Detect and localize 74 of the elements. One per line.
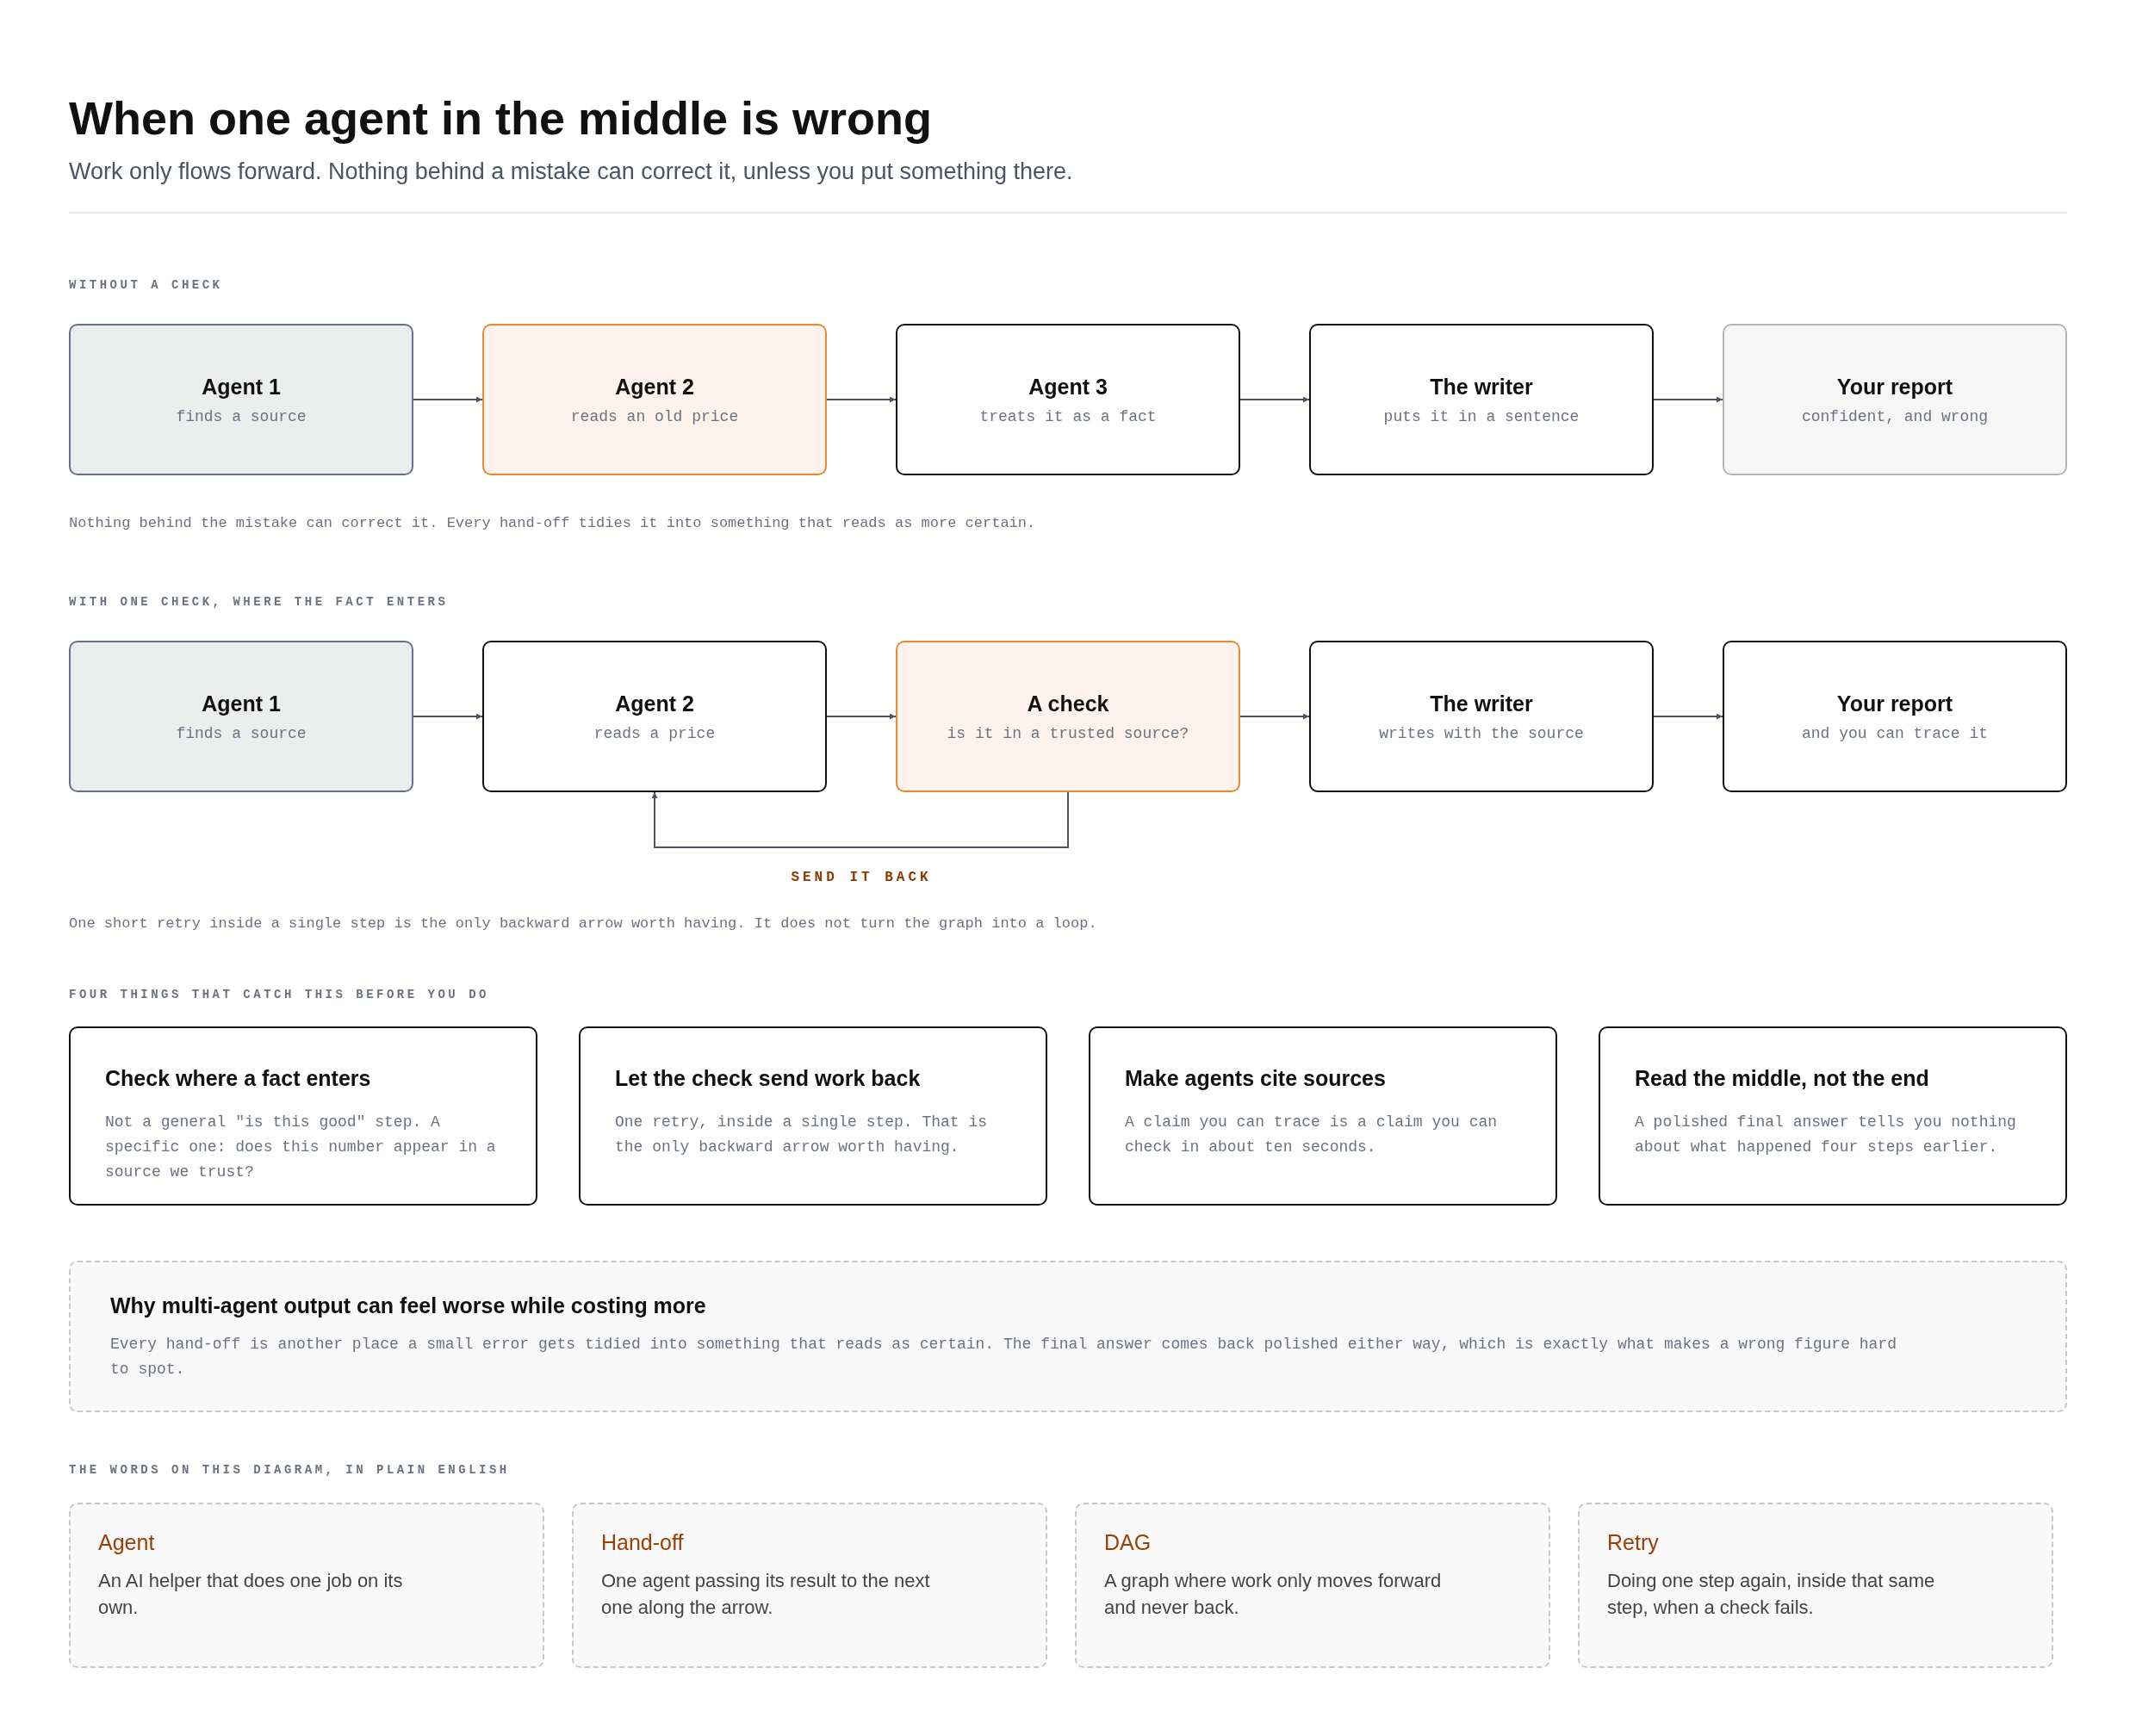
glossary-card <box>1075 1503 1550 1668</box>
process-box <box>896 641 1240 792</box>
arrow <box>826 713 897 720</box>
process-box <box>69 324 413 475</box>
arrow <box>826 396 897 403</box>
process-box <box>1309 324 1654 475</box>
note-text: Nothing behind the mistake can correct it. Every hand-off tidies it into something that reads as more certain. <box>69 515 1036 531</box>
subtitle: Work only flows forward. Nothing behind a mistake can correct it, unless you put something there. <box>69 158 1073 185</box>
box-heading: Agent 2 <box>615 691 694 716</box>
process-box <box>1723 324 2067 475</box>
glossary-card <box>1578 1503 2053 1668</box>
box-heading: Agent 1 <box>202 374 281 400</box>
section-heading: WITHOUT A CHECK <box>69 278 223 292</box>
box-description: A claim you can trace is a claim you can check in about ten seconds. <box>1125 1113 1499 1157</box>
box-heading: Read the middle, not the end <box>1635 1066 1930 1091</box>
box-description: writes with the source <box>1379 724 1584 742</box>
box-heading: Hand-off <box>601 1530 685 1555</box>
process-box <box>896 324 1240 475</box>
box-description: reads a price <box>593 724 716 742</box>
section-heading: THE WORDS ON THIS DIAGRAM, IN PLAIN ENGLISH <box>69 1463 510 1477</box>
box-heading: Your report <box>1836 374 1953 400</box>
box-heading: Let the check send work back <box>615 1066 922 1091</box>
box-description: finds a source <box>176 407 307 425</box>
box-heading: Agent 2 <box>615 374 694 400</box>
box-description: Doing one step again, inside that same step, when a check fails. <box>1607 1569 1936 1620</box>
section-heading: FOUR THINGS THAT CATCH THIS BEFORE YOU DO <box>69 988 489 1001</box>
process-box <box>1309 641 1654 792</box>
box-heading: Retry <box>1607 1530 1660 1555</box>
arrow <box>651 791 1069 848</box>
box-description: Not a general "is this good" step. A specific one: does this number appear in a source we trust? <box>105 1113 497 1182</box>
arrow <box>1239 396 1310 403</box>
callout-box <box>69 1261 2067 1412</box>
box-description: and you can trace it <box>1801 724 1988 742</box>
box-heading: Agent 1 <box>202 691 281 716</box>
note-text: One short retry inside a single step is the only backward arrow worth having. It does not turn the graph into a loop. <box>69 915 1097 932</box>
process-box <box>482 641 827 792</box>
arrow <box>1653 396 1723 403</box>
arrow <box>1239 713 1310 720</box>
box-heading: Make agents cite sources <box>1125 1066 1387 1091</box>
box-description: An AI helper that does one job on its own. <box>98 1569 404 1620</box>
tip-card <box>1089 1026 1557 1206</box>
box-heading: Agent 3 <box>1028 374 1108 400</box>
box-heading: A check <box>1027 691 1109 716</box>
box-description: reads an old price <box>570 407 739 425</box>
box-description: One retry, inside a single step. That is the only backward arrow worth having. <box>615 1113 989 1157</box>
tip-card <box>1599 1026 2067 1206</box>
box-description: is it in a trusted source? <box>947 724 1189 742</box>
box-heading: Why multi-agent output can feel worse while costing more <box>110 1293 707 1318</box>
box-heading: Check where a fact enters <box>105 1066 372 1091</box>
arrow <box>413 713 483 720</box>
box-heading: The writer <box>1430 374 1533 400</box>
box-heading: Agent <box>98 1530 156 1555</box>
arrow <box>413 396 483 403</box>
tip-card <box>69 1026 537 1206</box>
box-description: A graph where work only moves forward and never back. <box>1104 1569 1443 1620</box>
section-heading: WITH ONE CHECK, WHERE THE FACT ENTERS <box>69 595 449 609</box>
box-description: finds a source <box>176 724 307 742</box>
box-description: puts it in a sentence <box>1383 407 1580 425</box>
process-box <box>69 641 413 792</box>
process-box <box>1723 641 2067 792</box>
tip-card <box>579 1026 1047 1206</box>
box-description: A polished final answer tells you nothing about what happened four steps earlier. <box>1635 1113 2017 1157</box>
box-heading: Your report <box>1836 691 1953 716</box>
arrow <box>1653 713 1723 720</box>
box-heading: DAG <box>1104 1530 1152 1555</box>
box-description: One agent passing its result to the next one along the arrow. <box>601 1569 931 1620</box>
box-heading: The writer <box>1430 691 1533 716</box>
glossary-card <box>69 1503 544 1668</box>
process-box <box>482 324 827 475</box>
box-description: treats it as a fact <box>979 407 1157 425</box>
box-description: Every hand-off is another place a small error gets tidied into something that reads as certain. The final answer comes back polished either way, which is exactly what makes a wrong figure hard to spot. <box>110 1335 1897 1380</box>
page-title: When one agent in the middle is wrong <box>69 91 933 145</box>
glossary-card <box>572 1503 1047 1668</box>
box-description: confident, and wrong <box>1801 407 1988 425</box>
